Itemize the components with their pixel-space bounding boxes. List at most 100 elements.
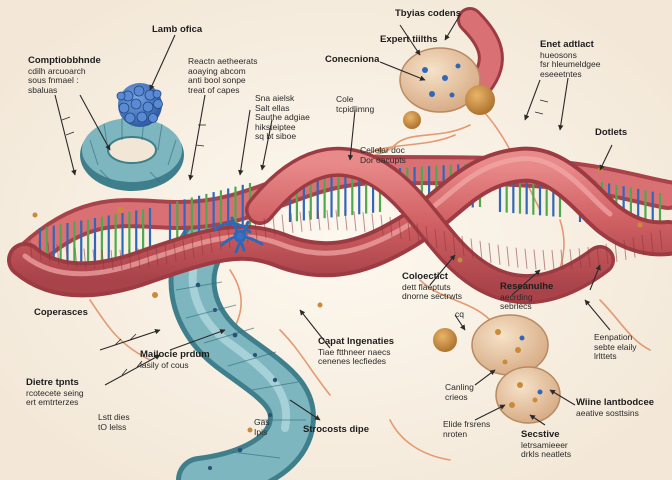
label-line: dnorne sectrwts <box>402 291 462 302</box>
label-line: Ipis <box>254 426 268 437</box>
label-strocosts: Strocosts dipe <box>303 424 369 436</box>
strand-segment <box>128 249 132 270</box>
label-secstive: Secstive letrsamieeer drkls neatlets <box>521 429 572 460</box>
strand-segment <box>218 230 222 251</box>
label-line: aeative sosttsins <box>576 407 639 418</box>
strand-segment <box>335 210 339 231</box>
label-snadalt: Sna aielsk Salt ellas Sauthe adgiae hiks… <box>255 93 310 142</box>
label-line: lasily of cous <box>140 359 189 370</box>
label-line: Lstt dies <box>98 412 130 422</box>
label-title: Conecniona <box>325 54 380 65</box>
label-line: rcotecete seing <box>26 387 84 398</box>
label-title: Coperasces <box>34 307 88 318</box>
label-title: Tbyias codens <box>395 8 461 19</box>
strand-segment <box>272 216 276 237</box>
label-line: sous fnmael : <box>28 75 79 86</box>
label-title: Dietre tpnts <box>26 377 79 388</box>
strand-segment <box>92 249 96 270</box>
label-title: Comptiobbhnde <box>28 55 101 66</box>
label-line: Dor oacupts <box>360 154 406 165</box>
strand-segment <box>398 218 402 240</box>
label-line: tO lelss <box>98 421 127 432</box>
strand-segment <box>263 218 267 239</box>
label-line: sebte elaily <box>594 341 637 352</box>
label-cq: cq <box>455 309 464 320</box>
teal-tubule <box>168 211 316 480</box>
strand-segment <box>605 243 609 264</box>
granules <box>32 147 643 433</box>
strand-segment <box>551 249 555 271</box>
strand-segment <box>191 237 195 258</box>
label-line: aecrding <box>500 291 533 302</box>
strand-segment <box>119 249 123 270</box>
label-typias: Tbyias codens <box>395 8 461 20</box>
label-line: Salt ellas <box>255 102 290 113</box>
strand-segment <box>479 240 483 261</box>
strand-segment <box>353 211 357 232</box>
strand-segment <box>299 211 303 232</box>
vesicle-top <box>399 47 495 129</box>
label-wiine: Wiine lantbodcee aeative sosttsins <box>576 397 655 418</box>
label-title: Reseanulhe <box>500 281 554 292</box>
strand-segment <box>614 241 618 262</box>
label-line: ert emtrterzes <box>26 397 79 408</box>
label-title: Wiine lantbodcee <box>576 397 655 408</box>
label-lamb-ofica: Lamb ofica <box>152 24 203 36</box>
label-title: Capat lngenaties <box>318 336 395 347</box>
label-title: Enet adtlact <box>540 39 594 50</box>
strand-segment <box>371 213 375 234</box>
label-line: sbaluas <box>28 84 58 95</box>
label-elide: Elide frsrens nroten <box>443 419 490 439</box>
label-enet: Enet adtlact hueosons fsr hleumeldgee es… <box>540 39 600 79</box>
label-line: Cellelar doc <box>360 145 405 155</box>
strand-segment <box>542 249 546 270</box>
strand-segment <box>389 216 393 237</box>
label-line: nroten <box>443 428 468 439</box>
label-line: hiksteiptee <box>255 121 296 132</box>
strand-segment <box>308 210 312 231</box>
label-line: drkls neatlets <box>521 449 572 460</box>
strand-segment <box>29 238 33 259</box>
label-line: Reactn aetheerats <box>188 56 258 66</box>
label-line: hueosons <box>540 49 577 60</box>
strand-segment <box>650 232 654 253</box>
label-title: Strocosts dipe <box>303 424 369 435</box>
strand-segment <box>596 245 600 266</box>
label-line: sebrlecs <box>500 301 532 312</box>
strand-segment <box>443 231 447 252</box>
top-tubule <box>457 7 504 98</box>
strand-segment <box>38 240 42 261</box>
strand-segment <box>56 244 60 265</box>
label-line: eseeetntes <box>540 68 582 79</box>
strand-segments <box>29 209 663 271</box>
label-reseanulhe: Reseanulhe aecrding sebrlecs <box>500 281 554 312</box>
strand-segment <box>659 229 663 250</box>
strand-segment <box>497 244 501 265</box>
strand-segment <box>569 249 573 270</box>
label-line: dett flaeptuts <box>402 281 451 292</box>
strand-segment <box>227 227 231 248</box>
label-line: cdilh arcuoarch <box>28 65 86 76</box>
label-title: Secstive <box>521 429 560 440</box>
strand-segment <box>182 240 186 261</box>
helix-crossover <box>245 146 615 305</box>
label-title: Lamb ofica <box>152 24 203 35</box>
label-title: Expert tiilths <box>380 34 438 45</box>
label-line: sq bt siboe <box>255 131 297 142</box>
strand-segment <box>587 247 591 268</box>
label-detre: Dietre tpnts rcotecete seing ert emtrter… <box>26 377 84 408</box>
label-coperances: Coperasces <box>34 307 88 319</box>
label-dotlets: Dotlets <box>595 127 627 139</box>
strand-segment <box>200 235 204 256</box>
strand-segment <box>101 249 105 270</box>
strand-segment <box>344 210 348 231</box>
strand-segment <box>209 232 213 253</box>
strand-segment <box>362 212 366 233</box>
label-connections: Conecniona <box>325 54 380 66</box>
strand-segment <box>533 249 537 270</box>
teal-ring <box>80 117 184 191</box>
strand-segment <box>461 236 465 257</box>
strand-segment <box>110 249 114 271</box>
label-line: Sauthe adgiae <box>255 112 310 123</box>
